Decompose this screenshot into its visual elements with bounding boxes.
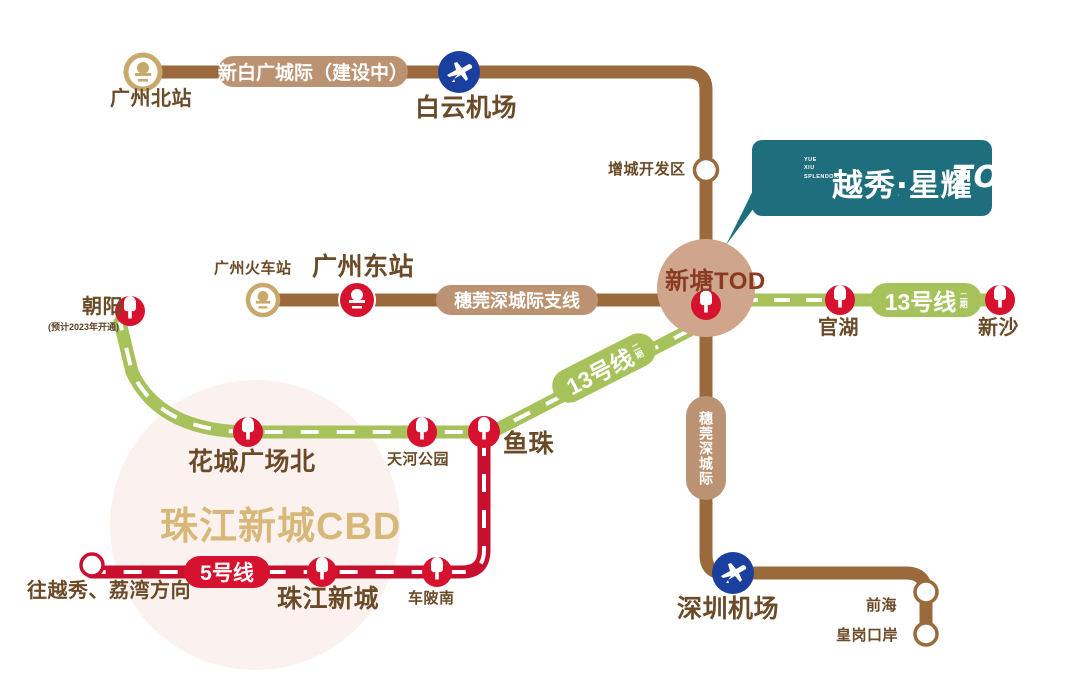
station-label-guangzhou-east[interactable]: 广州东站 [312, 253, 415, 281]
route-badge-suiguanshen-vertical-label: 穗莞深城际 [698, 410, 714, 486]
route-badge-line13-east-label: 13号线 [884, 289, 957, 315]
route-badge-line13-east-suffix: 二期 [959, 292, 969, 308]
station-marker-chaoyang [115, 296, 145, 326]
cbd-area-circle [110, 380, 400, 670]
station-marker-huanggang-port [913, 621, 939, 647]
station-marker-huacheng-sq-north [233, 417, 263, 447]
station-label-baiyun-airport[interactable]: 白云机场 [415, 94, 518, 122]
line-xinbaiguang [136, 65, 713, 279]
station-label-zhujiang-newtown[interactable]: 珠江新城 [277, 585, 380, 613]
station-marker-zengcheng-kfq [692, 156, 720, 184]
route-badge-xinbaiguang[interactable]: 新白广城际（建设中） [218, 56, 408, 87]
station-marker-guangzhou-north [123, 52, 163, 92]
route-badge-line5[interactable]: 5号线 [184, 556, 270, 588]
station-label-towards-yuexiu[interactable]: 往越秀、荔湾方向 [27, 580, 191, 602]
route-badge-suiguanshen-branch-label: 穗莞深城际支线 [454, 291, 580, 311]
route-badge-line13-east[interactable]: 13号线 二期 [870, 283, 982, 317]
station-marker-xinsha [985, 285, 1015, 315]
station-label-shenzhen-airport[interactable]: 深圳机场 [677, 595, 780, 623]
station-label-chebeinan[interactable]: 车陂南 [408, 590, 455, 607]
route-badge-xinbaiguang-label: 新白广城际（建设中） [218, 63, 409, 84]
station-marker-shenzhen-airport [712, 552, 754, 594]
station-marker-guanhu [825, 285, 855, 315]
route-badge-line5-label: 5号线 [200, 562, 254, 585]
station-label-zengcheng-kfq[interactable]: 增城开发区 [608, 161, 686, 178]
station-marker-guangzhou-railway [245, 282, 281, 318]
station-marker-baiyun-airport [438, 51, 480, 93]
station-marker-xintang-tod [691, 290, 721, 320]
callout-logo-subtext: YUE XIU SPLENDOR [804, 157, 839, 180]
station-marker-qianhai [913, 579, 939, 605]
station-note-chaoyang: (预计2023年开通) [48, 322, 120, 332]
callout-brand-tod: TOD [952, 160, 1026, 195]
area-label-zhujiang-cbd: 珠江新城CBD [160, 506, 402, 548]
station-label-huanggang-port[interactable]: 皇岗口岸 [836, 627, 899, 644]
tod-callout-box[interactable]: 越秀·星耀 TOD YUE XIU SPLENDOR · · · · · · ·… [752, 140, 1025, 216]
route-badge-suiguanshen-vertical[interactable]: 穗莞深城际 [686, 396, 726, 500]
station-label-tianhe-park[interactable]: 天河公园 [387, 451, 450, 468]
station-marker-towards-yuexiu [79, 552, 105, 578]
callout-brand-text: 越秀·星耀 [832, 168, 973, 204]
station-marker-zhujiang-newtown [307, 557, 337, 587]
callout-brand-subline: · · · · · · · · [840, 192, 948, 199]
station-label-qianhai[interactable]: 前海 [866, 597, 898, 614]
station-marker-guangzhou-east [338, 281, 376, 319]
station-marker-chebeinan [422, 557, 452, 587]
station-label-chaoyang[interactable]: 朝阳 [82, 296, 123, 318]
station-label-xintang-tod[interactable]: 新塘TOD [665, 268, 766, 295]
station-label-guanhu[interactable]: 官湖 [818, 317, 859, 339]
station-marker-yuzhu [468, 416, 500, 448]
station-label-xinsha[interactable]: 新沙 [978, 317, 1019, 339]
station-label-guangzhou-railway[interactable]: 广州火车站 [214, 260, 292, 277]
station-label-yuzhu[interactable]: 鱼珠 [503, 430, 555, 458]
line5-dash [92, 438, 486, 574]
station-marker-tianhe-park [407, 417, 437, 447]
route-badge-suiguanshen-branch[interactable]: 穗莞深城际支线 [436, 285, 598, 315]
station-label-huacheng-sq-north[interactable]: 花城广场北 [188, 448, 316, 476]
xintang-hub-circle [657, 239, 755, 337]
station-label-guangzhou-north[interactable]: 广州北站 [110, 88, 192, 110]
